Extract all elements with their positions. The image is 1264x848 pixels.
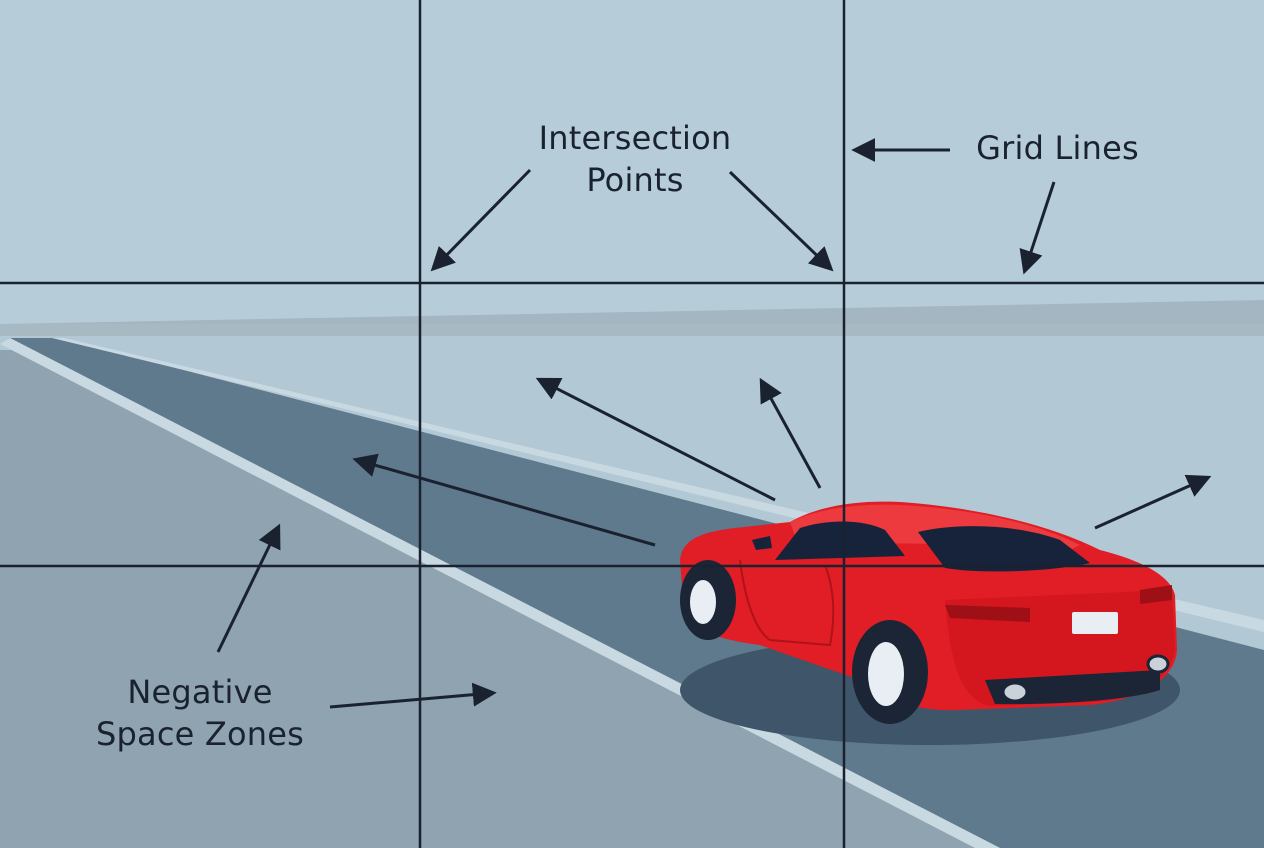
car-license-plate [1072,612,1118,634]
intersection-points-label: Intersection Points [480,118,790,201]
annotation-arrows [216,138,1212,709]
car-rear-hubcap [868,642,904,706]
car-door-line [739,559,835,647]
car-diffuser [985,670,1160,705]
arrow-intersection-right [728,170,834,272]
red-sports-car [680,501,1177,724]
arrow-grid-lines-down [1019,181,1056,275]
arrow-negative-space-up [216,523,281,653]
horizon-strip [0,324,1264,336]
negative-space-label-line2: Space Zones [95,714,305,753]
car-mirror [752,536,772,550]
arrow-motion-up [759,377,822,489]
intersection-points-label-line1: Intersection [538,119,732,157]
arrow-negative-space-right [329,682,497,709]
car-side-window [775,521,905,560]
negative-space-zones-label: Negative Space Zones [70,672,330,755]
car-exhaust-right [1146,654,1170,674]
grid-lines-label: Grid Lines [976,129,1139,167]
car-rear-window [918,526,1090,572]
arrow-intersection-left [430,168,532,272]
arrow-motion-up-left [535,377,776,502]
car-tail-light-left [945,605,1030,622]
car-exhaust-left [1001,681,1029,703]
arrow-motion-right [1094,474,1212,530]
car-tail-light-right [1140,585,1172,604]
car-front-hubcap [690,580,716,624]
arrow-motion-left [352,453,656,547]
negative-space-label-line1: Negative [127,673,273,711]
intersection-points-label-line2: Points [586,160,684,199]
